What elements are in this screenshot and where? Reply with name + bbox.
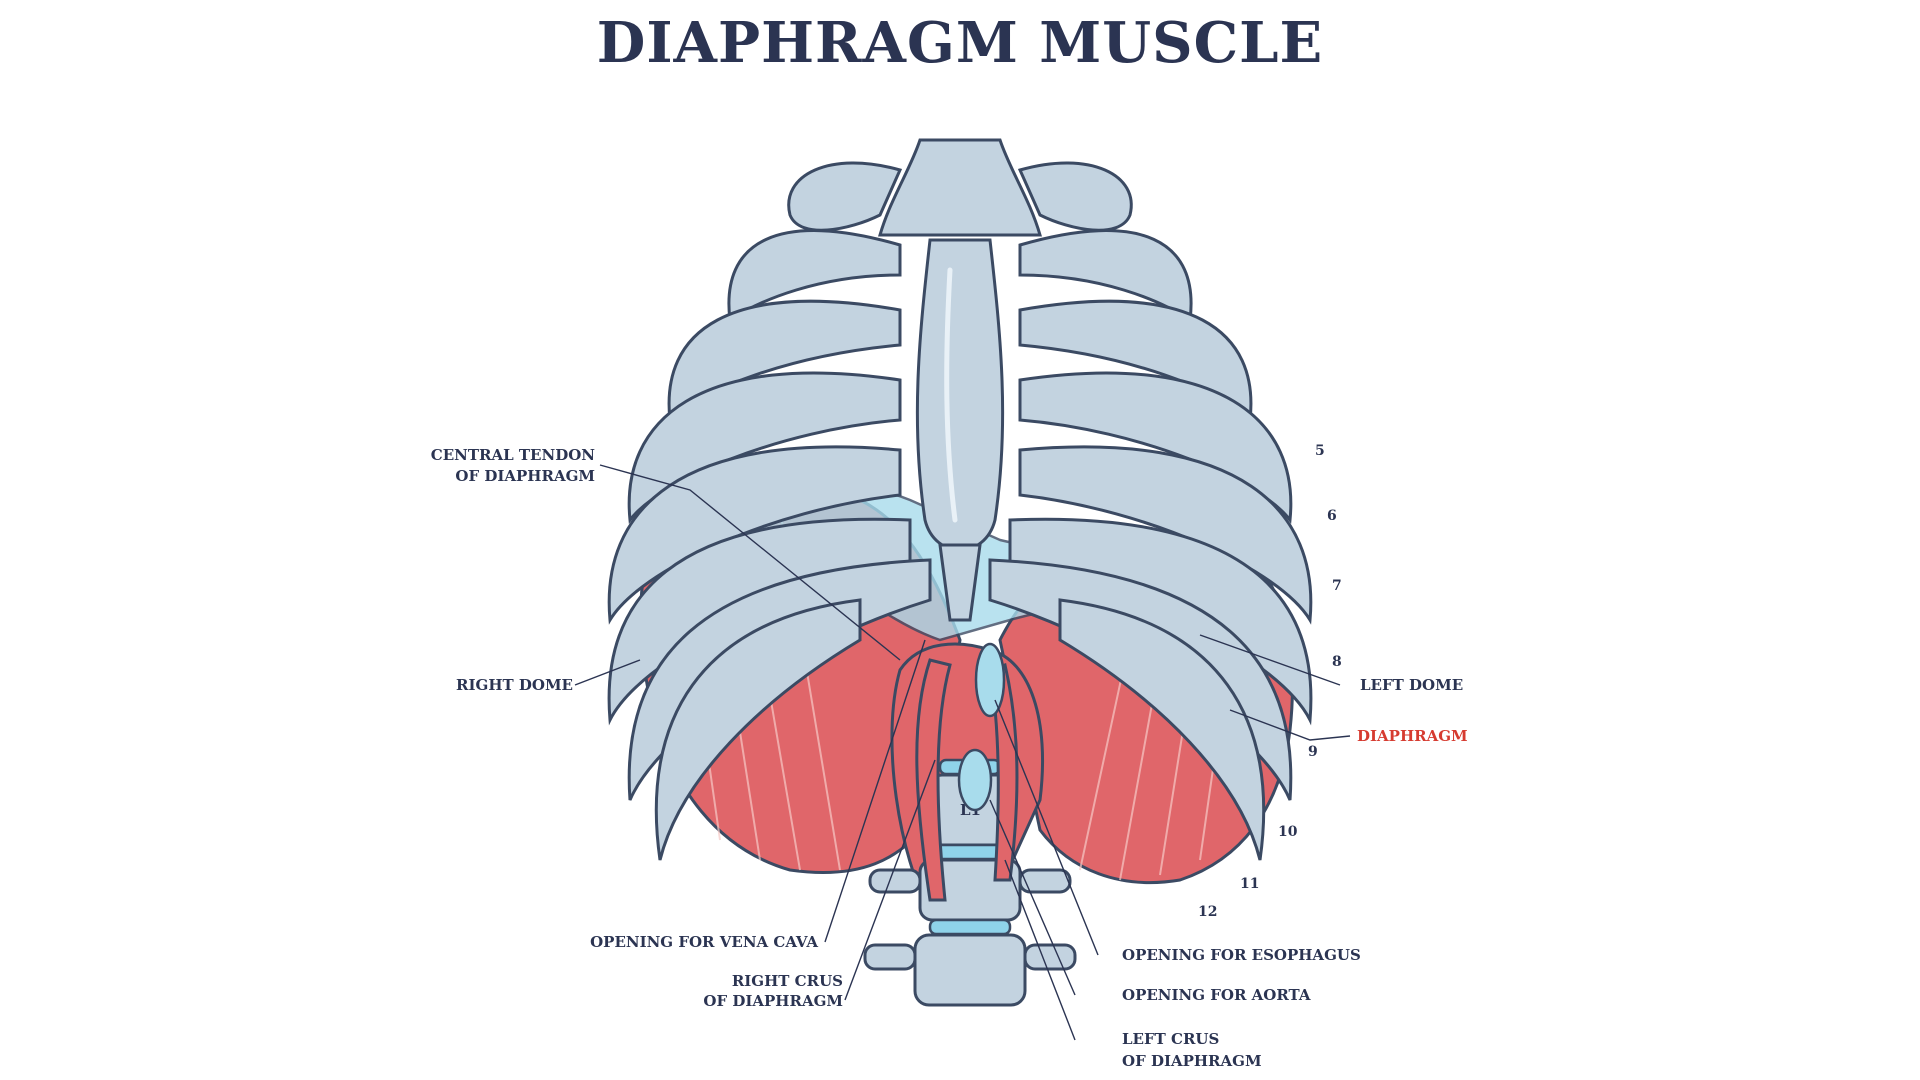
label-vena-cava: OPENING FOR VENA CAVA — [590, 933, 818, 951]
leader-esophagus — [994, 699, 1099, 956]
label-esophagus: OPENING FOR ESOPHAGUS — [1122, 946, 1361, 964]
leader-aorta — [989, 799, 1076, 996]
rib-left-4 — [1018, 371, 1293, 524]
leader-left-crus — [1004, 859, 1076, 1041]
label-central-tendon-2: OF DIAPHRAGM — [455, 467, 595, 485]
rib-numbers: 5 6 7 8 9 10 11 12 — [1198, 443, 1342, 920]
rib-right-8 — [654, 598, 862, 861]
label-right-dome: RIGHT DOME — [456, 676, 573, 694]
labels: CENTRAL TENDON OF DIAPHRAGM RIGHT DOME L… — [431, 446, 1468, 1070]
xiphoid-process — [938, 543, 982, 622]
leader-left-dome — [1199, 634, 1341, 686]
rib-number-11: 11 — [1240, 876, 1259, 892]
esophageal-opening — [974, 642, 1006, 718]
rib-number-9: 9 — [1308, 744, 1318, 760]
sternum-manubrium — [878, 138, 1042, 237]
label-aorta: OPENING FOR AORTA — [1122, 986, 1311, 1004]
right-crus — [915, 658, 952, 902]
page-title: DIAPHRAGM MUSCLE — [596, 10, 1324, 76]
rib-number-8: 8 — [1332, 654, 1342, 670]
rib-number-7: 7 — [1332, 578, 1342, 594]
label-left-crus-1: LEFT CRUS — [1122, 1030, 1219, 1048]
leader-diaphragm — [1229, 709, 1351, 741]
aortic-opening — [957, 748, 993, 812]
rib-number-12: 12 — [1198, 904, 1217, 920]
leader-lines — [574, 464, 1351, 1041]
label-diaphragm: DIAPHRAGM — [1357, 727, 1468, 745]
leader-right-dome — [574, 659, 641, 686]
rib-left-8 — [1058, 598, 1266, 861]
rib-right-1 — [787, 161, 903, 232]
rib-left-1 — [1017, 161, 1133, 232]
leader-vena-cava — [824, 639, 926, 943]
rib-number-6: 6 — [1327, 508, 1337, 524]
ribcage — [607, 138, 1313, 861]
label-left-dome: LEFT DOME — [1360, 676, 1463, 694]
label-left-crus-2: OF DIAPHRAGM — [1122, 1052, 1262, 1070]
left-crus — [988, 663, 1019, 882]
rib-right-5 — [607, 445, 902, 625]
rib-number-10: 10 — [1278, 824, 1298, 840]
label-central-tendon-1: CENTRAL TENDON — [431, 446, 595, 464]
rib-right-4 — [627, 371, 902, 524]
leader-central-tendon — [599, 464, 901, 661]
sternum-body — [915, 238, 1005, 552]
rib-left-5 — [1018, 445, 1313, 625]
crura — [915, 642, 1019, 902]
label-right-crus-1: RIGHT CRUS — [732, 972, 843, 990]
label-right-crus-2: OF DIAPHRAGM — [703, 992, 843, 1010]
leader-right-crus — [844, 759, 936, 1001]
rib-number-5: 5 — [1315, 443, 1325, 459]
